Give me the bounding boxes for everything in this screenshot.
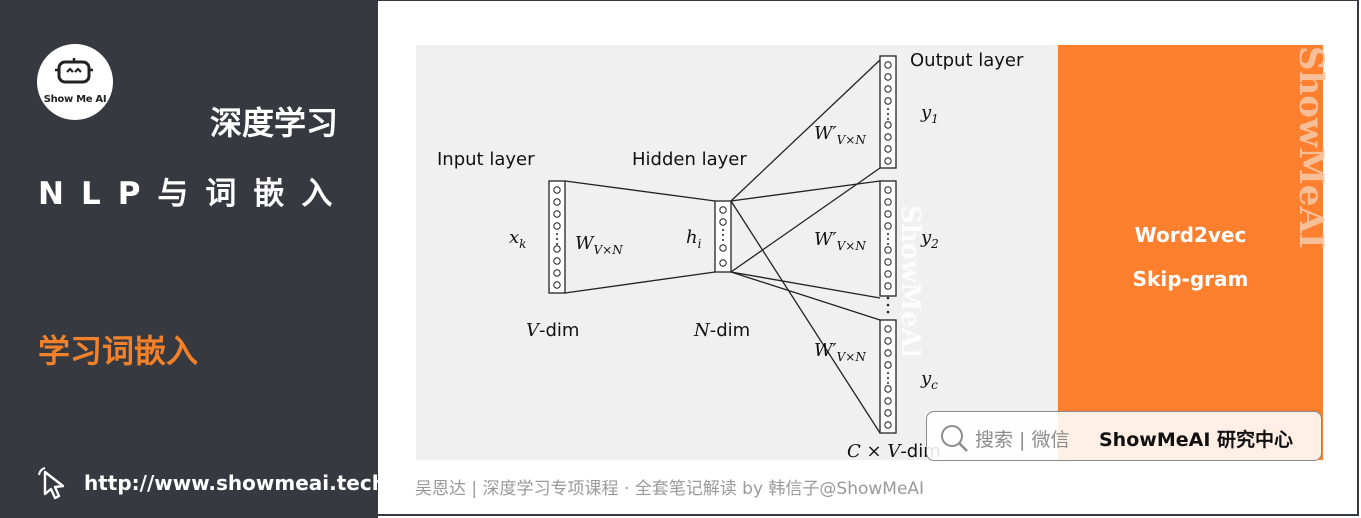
input-variable-label: xk bbox=[509, 227, 526, 251]
cursor-click-icon bbox=[38, 467, 65, 500]
section-title: 学习词嵌入 bbox=[38, 332, 199, 370]
input-layer-vector bbox=[548, 180, 566, 294]
logo-text: Show Me AI bbox=[43, 94, 107, 105]
output-yc-label: yc bbox=[920, 368, 938, 392]
panel-watermark: ShowMeAI bbox=[1291, 46, 1326, 249]
course-title: 深度学习 bbox=[209, 104, 338, 142]
skip-gram-diagram: Input layer Hidden layer Output layer xk… bbox=[437, 50, 1024, 462]
search-icon bbox=[941, 425, 968, 452]
showmeai-logo[interactable]: Show Me AI bbox=[37, 44, 113, 120]
svg-text:ShowMeAI: ShowMeAI bbox=[1291, 46, 1326, 249]
site-url-link[interactable]: http://www.showmeai.tech/ bbox=[84, 471, 394, 495]
input-layer-label: Input layer bbox=[437, 149, 535, 170]
diagram-background bbox=[416, 45, 1060, 460]
output-ellipsis bbox=[886, 296, 890, 314]
course-subtitle: NLP与词嵌入 bbox=[38, 176, 350, 212]
hidden-dim-label: N-dim bbox=[693, 320, 750, 341]
topic-panel: Word2vec Skip-gram bbox=[1058, 45, 1323, 460]
hidden-layer-label: Hidden layer bbox=[632, 149, 747, 170]
network-connections bbox=[564, 59, 881, 434]
search-brand: ShowMeAI 研究中心 bbox=[1099, 429, 1293, 451]
search-label: 搜索 | 微信 bbox=[975, 429, 1070, 451]
wechat-search-box[interactable]: 搜索 | 微信 ShowMeAI 研究中心 bbox=[926, 411, 1322, 461]
output-y2-label: y2 bbox=[920, 227, 939, 251]
robot-icon bbox=[55, 58, 93, 84]
output-weight-label-c: W′V×N bbox=[814, 340, 866, 364]
input-dim-label: V-dim bbox=[526, 320, 579, 341]
output-y1-label: y1 bbox=[920, 102, 939, 126]
input-weight-label: WV×N bbox=[575, 233, 623, 257]
panel-title-skipgram: Skip-gram bbox=[1132, 267, 1249, 291]
output-vector-c bbox=[879, 319, 897, 434]
output-weight-label-1: W′V×N bbox=[814, 123, 866, 147]
panel-title-word2vec: Word2vec bbox=[1134, 223, 1247, 247]
output-vector-1 bbox=[879, 55, 897, 169]
svg-text:ShowMeAI: ShowMeAI bbox=[895, 205, 925, 355]
hidden-layer-vector bbox=[714, 200, 732, 273]
output-layer-label: Output layer bbox=[910, 50, 1024, 71]
diagram-watermark: ShowMeAI bbox=[895, 205, 925, 355]
hidden-variable-label: hi bbox=[686, 227, 702, 251]
footer-credit: 吴恩达 | 深度学习专项课程 · 全套笔记解读 by 韩信子@ShowMeAI bbox=[415, 479, 925, 499]
output-vector-2 bbox=[879, 180, 897, 297]
sidebar: Show Me AI 深度学习 NLP与词嵌入 学习词嵌入 http://www… bbox=[0, 0, 393, 518]
output-weight-label-2: W′V×N bbox=[814, 229, 866, 253]
content-frame bbox=[378, 0, 1359, 516]
